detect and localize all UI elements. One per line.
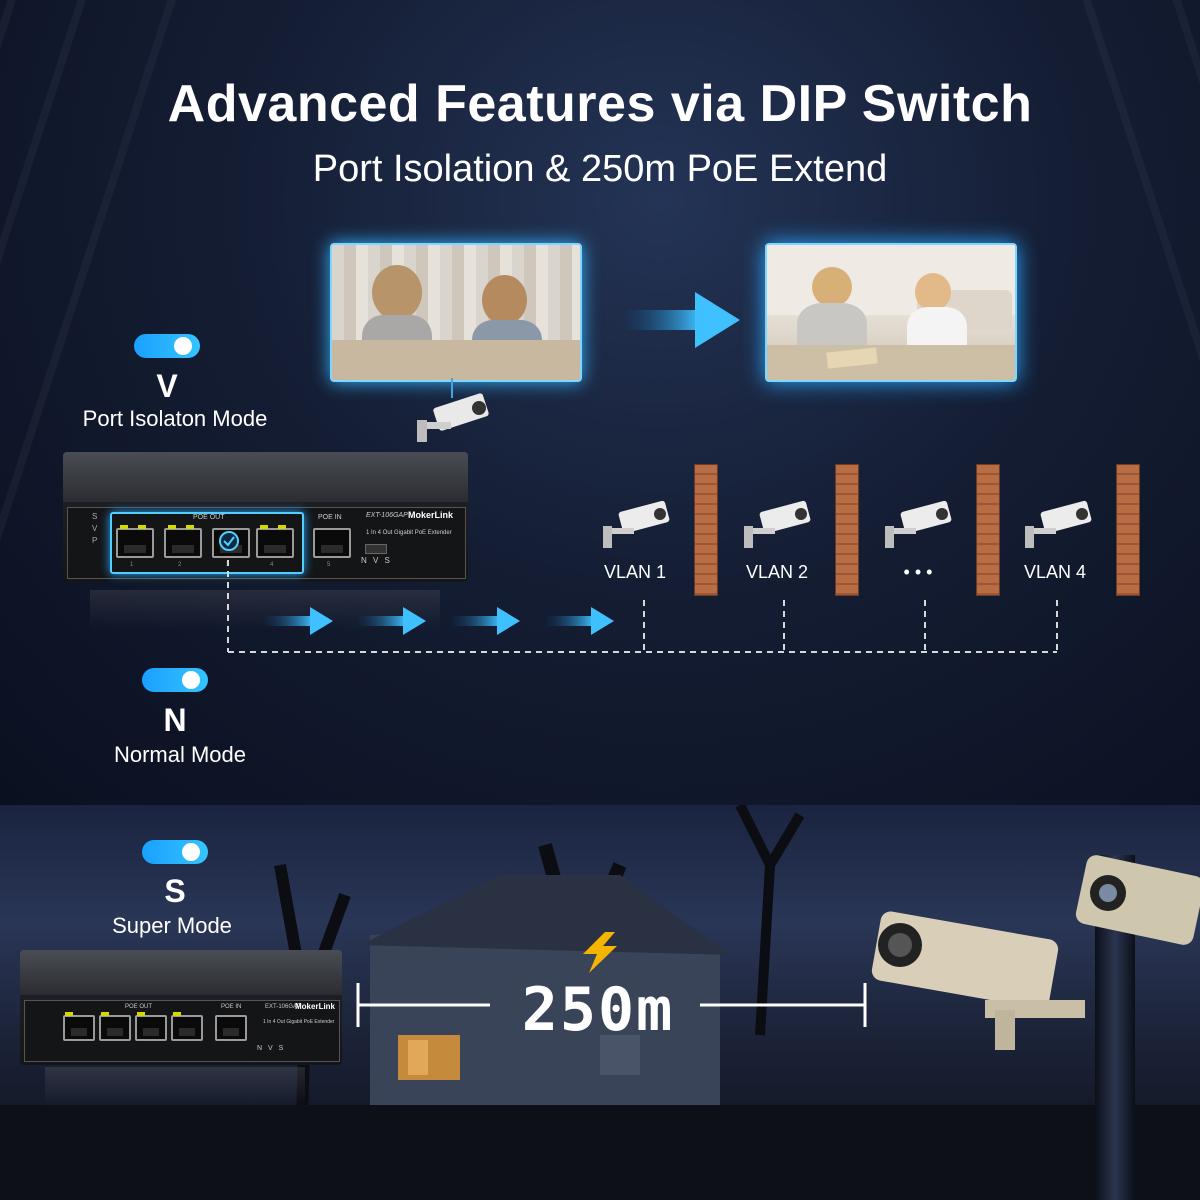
clear-camera-image — [765, 243, 1017, 382]
mode-name-n: Normal Mode — [113, 742, 247, 767]
port-led — [168, 525, 176, 529]
dip-switch-labels: N V S — [257, 1045, 286, 1052]
boy-head — [812, 267, 852, 307]
isolation-wall — [835, 464, 859, 596]
vlan-label-2: VLAN 2 — [745, 562, 809, 582]
arrow-right-icon — [358, 607, 426, 635]
cctv-camera-icon — [744, 500, 811, 548]
device-description: 1 In 4 Out Gigabit PoE Extender — [366, 530, 452, 536]
model-label: EXT-106GAP — [366, 512, 408, 519]
camera-link-line — [451, 378, 453, 398]
ethernet-port-4 — [171, 1015, 203, 1041]
model-label: EXT-106GAP — [265, 1004, 302, 1010]
poe-extender-switch-bottom: POE OUT POE IN EXT-106GAP MokerLink 1 In… — [20, 950, 342, 1065]
cctv-camera-icon — [885, 500, 952, 548]
poe-out-label: POE OUT — [125, 1004, 153, 1010]
dip-switch — [365, 544, 387, 554]
ethernet-port-2 — [99, 1015, 131, 1041]
photo-table — [767, 345, 1015, 380]
cctv-camera-icon — [603, 500, 670, 548]
dip-toggle-v — [134, 334, 200, 358]
mode-letter-s: S — [164, 873, 186, 909]
dip-toggle-s — [142, 840, 208, 864]
vlan-label-4: VLAN 4 — [1023, 562, 1087, 582]
blurred-child-left — [372, 265, 422, 320]
ethernet-port-4 — [256, 528, 294, 558]
isolation-wall — [1116, 464, 1140, 596]
toggle-knob — [174, 337, 192, 355]
cctv-camera-icon — [417, 393, 489, 442]
vlan-label-ellipsis: • • • — [903, 562, 933, 582]
led-label-v: V — [92, 524, 98, 533]
port-led — [120, 525, 128, 529]
led-labels: S V P — [92, 511, 97, 547]
led-label-p: P — [92, 536, 98, 545]
ethernet-port-3 — [135, 1015, 167, 1041]
ethernet-port-5 — [313, 528, 351, 558]
arrow-right-icon — [546, 607, 614, 635]
ethernet-port-1 — [116, 528, 154, 558]
distance-label: 250m — [521, 975, 675, 1045]
blurred-camera-image — [330, 243, 582, 382]
mode-letter-n: N — [163, 702, 187, 738]
ethernet-port-2 — [164, 528, 202, 558]
port-led — [260, 525, 268, 529]
super-mode-section: S Super Mode POE OUT POE IN EXT-106GAP M… — [0, 805, 1200, 1200]
network-lines — [227, 560, 1058, 653]
port-led — [138, 525, 146, 529]
mode-name-v: Port Isolaton Mode — [82, 406, 268, 431]
mode-name-s: Super Mode — [112, 913, 232, 938]
port-isolation-highlight — [110, 512, 304, 574]
port-led — [65, 1012, 73, 1016]
device-description: 1 In 4 Out Gigabit PoE Extender — [263, 1019, 335, 1025]
cctv-camera-icon — [871, 911, 1085, 1050]
ethernet-port-5 — [215, 1015, 247, 1041]
poe-out-label: POE OUT — [193, 514, 225, 521]
blurred-table — [332, 340, 580, 380]
port-number-4: 4 — [270, 562, 274, 568]
port-number-1: 1 — [130, 562, 134, 568]
port-led — [101, 1012, 109, 1016]
mode-letter-v: V — [156, 368, 178, 404]
brand-logo: MokerLink — [408, 510, 454, 520]
port-number-2: 2 — [178, 562, 182, 568]
switch-front-panel: S V P POE OUT POE IN EXT-106GAP MokerLin… — [67, 507, 466, 579]
port-led — [137, 1012, 145, 1016]
page-subtitle: Port Isolation & 250m PoE Extend — [312, 148, 888, 190]
poe-in-label: POE IN — [221, 1004, 242, 1010]
switch-top-face — [20, 950, 342, 995]
arrow-right-icon — [452, 607, 520, 635]
switch-reflection — [45, 1067, 305, 1107]
distance-indicator — [356, 983, 867, 1027]
check-icon — [219, 531, 239, 551]
arrow-right-icon — [265, 607, 333, 635]
poe-in-label: POE IN — [318, 514, 342, 521]
port-isolation-section: Advanced Features via DIP Switch Port Is… — [0, 0, 1200, 805]
toggle-knob — [182, 671, 200, 689]
port-led — [278, 525, 286, 529]
brand-logo: MokerLink — [295, 1002, 336, 1011]
dip-switch-labels: N V S — [361, 556, 392, 565]
isolation-wall — [694, 464, 718, 596]
cctv-camera-icon — [1075, 855, 1200, 945]
isolation-wall — [976, 464, 1000, 596]
blurred-child-right — [482, 275, 527, 325]
cctv-camera-icon — [1025, 500, 1092, 548]
poe-extender-switch: S V P POE OUT POE IN EXT-106GAP MokerLin… — [63, 452, 468, 582]
port-number-5: 5 — [327, 562, 331, 568]
lightning-icon — [583, 932, 617, 973]
switch-top-face — [63, 452, 468, 502]
arrow-right-icon — [625, 292, 740, 348]
dip-toggle-n — [142, 668, 208, 692]
vlan-label-1: VLAN 1 — [603, 562, 667, 582]
port-led — [173, 1012, 181, 1016]
ethernet-port-1 — [63, 1015, 95, 1041]
toggle-knob — [182, 843, 200, 861]
switch-front-panel: POE OUT POE IN EXT-106GAP MokerLink 1 In… — [24, 1000, 340, 1062]
girl-head — [915, 273, 951, 311]
page-title: Advanced Features via DIP Switch — [167, 75, 1033, 133]
port-led — [186, 525, 194, 529]
night-scene — [0, 805, 1200, 1200]
led-label-s: S — [92, 512, 98, 521]
